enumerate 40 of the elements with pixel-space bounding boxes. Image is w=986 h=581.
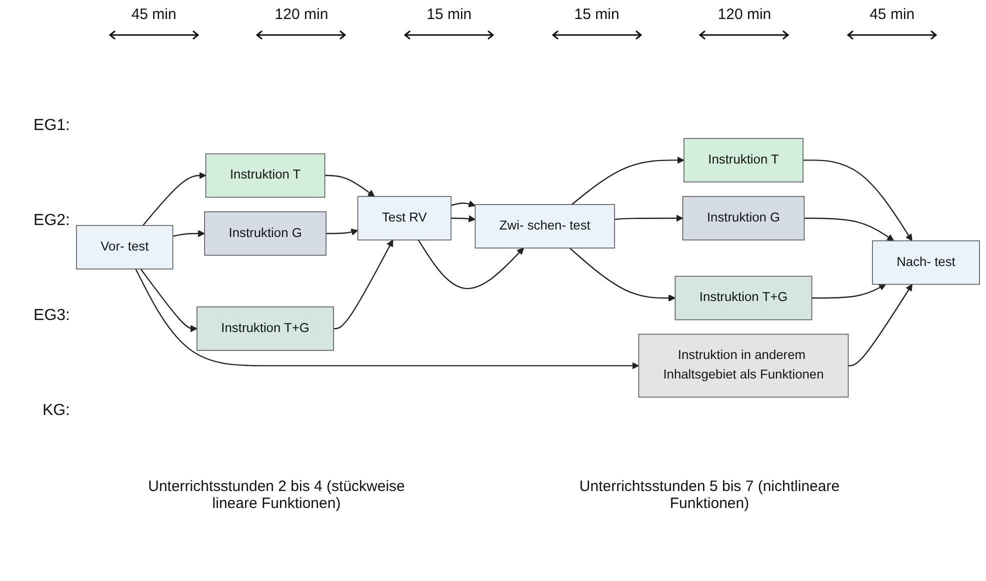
arrow	[172, 230, 205, 238]
duration-label: 15 min	[426, 6, 472, 23]
group-label: KG:	[41, 402, 70, 420]
arrow	[140, 268, 198, 332]
node-box: Instruktion T+G	[196, 306, 334, 351]
arrow	[571, 156, 684, 206]
arrow	[569, 248, 676, 302]
note-text: Unterrichtsstunden 2 bis 4 (stückweise lineare Funktionen)	[147, 478, 406, 512]
node-box: Vor- test	[76, 225, 174, 270]
arrow	[450, 200, 476, 208]
arrow	[135, 268, 640, 370]
note-text: Unterrichtsstunden 5 bis 7 (nichtlineare Funktionen)	[578, 478, 841, 512]
group-label: EG3:	[32, 306, 70, 324]
arrow	[334, 240, 394, 330]
arrow	[142, 172, 206, 226]
arrow	[812, 284, 886, 299]
arrow	[418, 240, 524, 290]
arrow	[804, 218, 894, 242]
arrow	[614, 214, 684, 222]
duration-label: 120 min	[718, 6, 772, 23]
group-label: EG1:	[32, 116, 70, 134]
group-label: EG2:	[32, 212, 70, 230]
node-box: Instruktion G	[204, 212, 326, 256]
duration-label: 45 min	[131, 6, 176, 23]
arrow	[324, 175, 375, 197]
arrow	[848, 284, 912, 367]
node-box: Instruktion T	[205, 154, 326, 198]
node-box: Zwi- schen- test	[474, 204, 615, 249]
duration-label: 45 min	[870, 6, 915, 23]
arrow	[803, 160, 912, 242]
node-box: Instruktion in anderem Inhaltsgebiet als Funktionen	[638, 334, 849, 398]
arrow	[451, 215, 476, 223]
node-box: Test RV	[357, 196, 452, 241]
node-box: Instruktion T	[684, 138, 804, 183]
duration-label: 15 min	[574, 6, 620, 23]
arrow	[326, 228, 358, 236]
duration-label: 120 min	[274, 6, 328, 23]
node-box: Instruktion T+G	[674, 276, 812, 320]
node-box: Instruktion G	[682, 196, 805, 241]
node-box: Nach- test	[872, 240, 980, 285]
